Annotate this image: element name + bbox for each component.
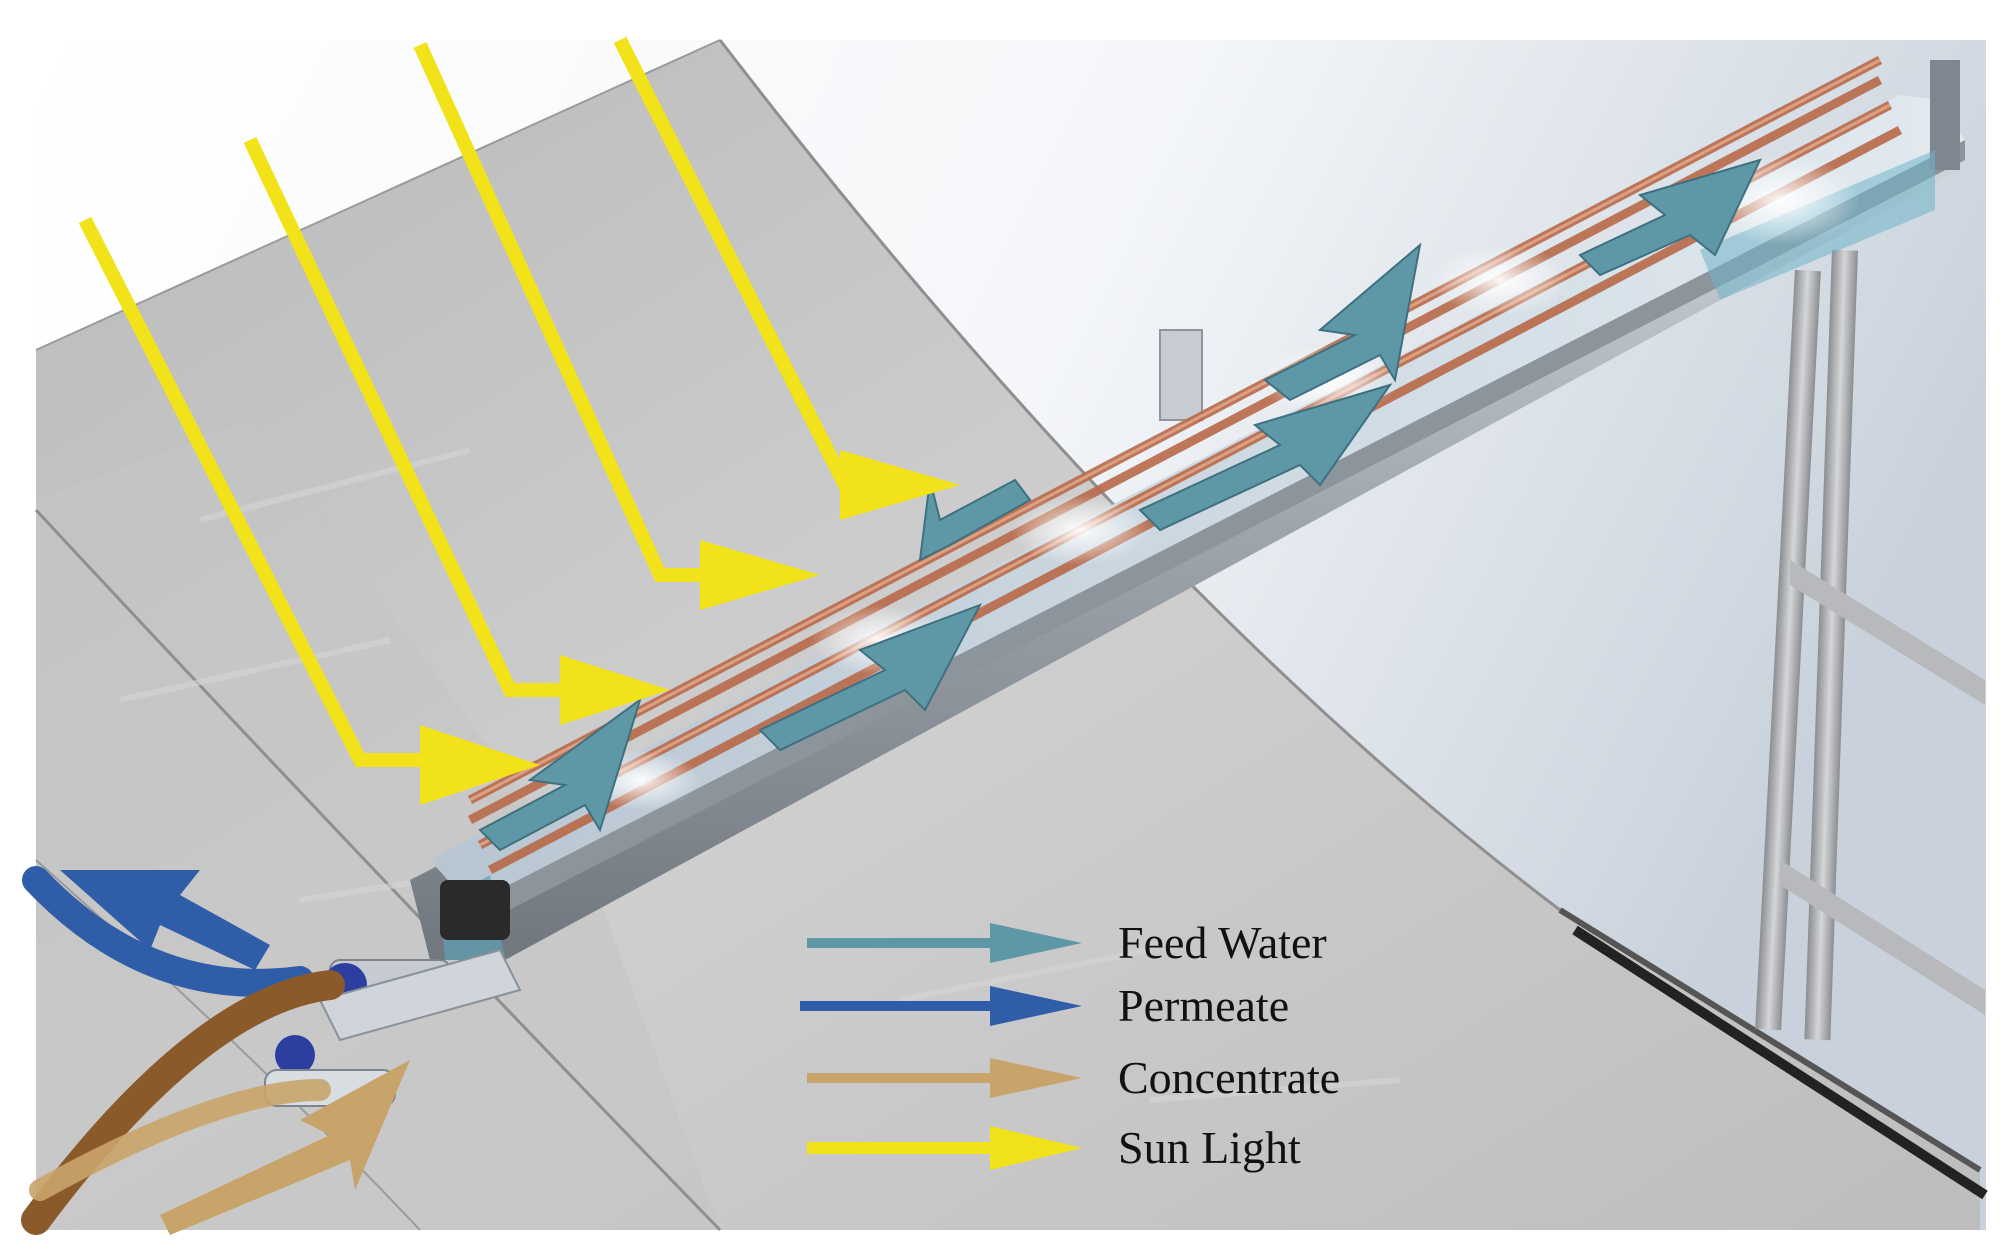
feed-water-flow-arrows bbox=[478, 158, 1762, 852]
inlet-outlet-fittings bbox=[264, 880, 522, 1107]
concentrate-hose bbox=[21, 970, 410, 1235]
support-frame bbox=[1755, 249, 1985, 1041]
legend-arrow-permeate bbox=[800, 986, 1082, 1026]
legend-arrow-concentrate bbox=[807, 1058, 1082, 1098]
legend-arrow-sun-light bbox=[807, 1126, 1082, 1170]
permeate-hose bbox=[22, 866, 314, 997]
legend-label-feed-water: Feed Water bbox=[1118, 917, 1327, 968]
legend-label-sun-light: Sun Light bbox=[1118, 1122, 1301, 1173]
legend-label-concentrate: Concentrate bbox=[1118, 1052, 1341, 1103]
legend-label-permeate: Permeate bbox=[1118, 980, 1290, 1031]
sun-light-arrowheads bbox=[420, 450, 960, 805]
legend-arrows bbox=[800, 923, 1082, 1170]
legend-arrow-feed-water bbox=[807, 923, 1082, 963]
